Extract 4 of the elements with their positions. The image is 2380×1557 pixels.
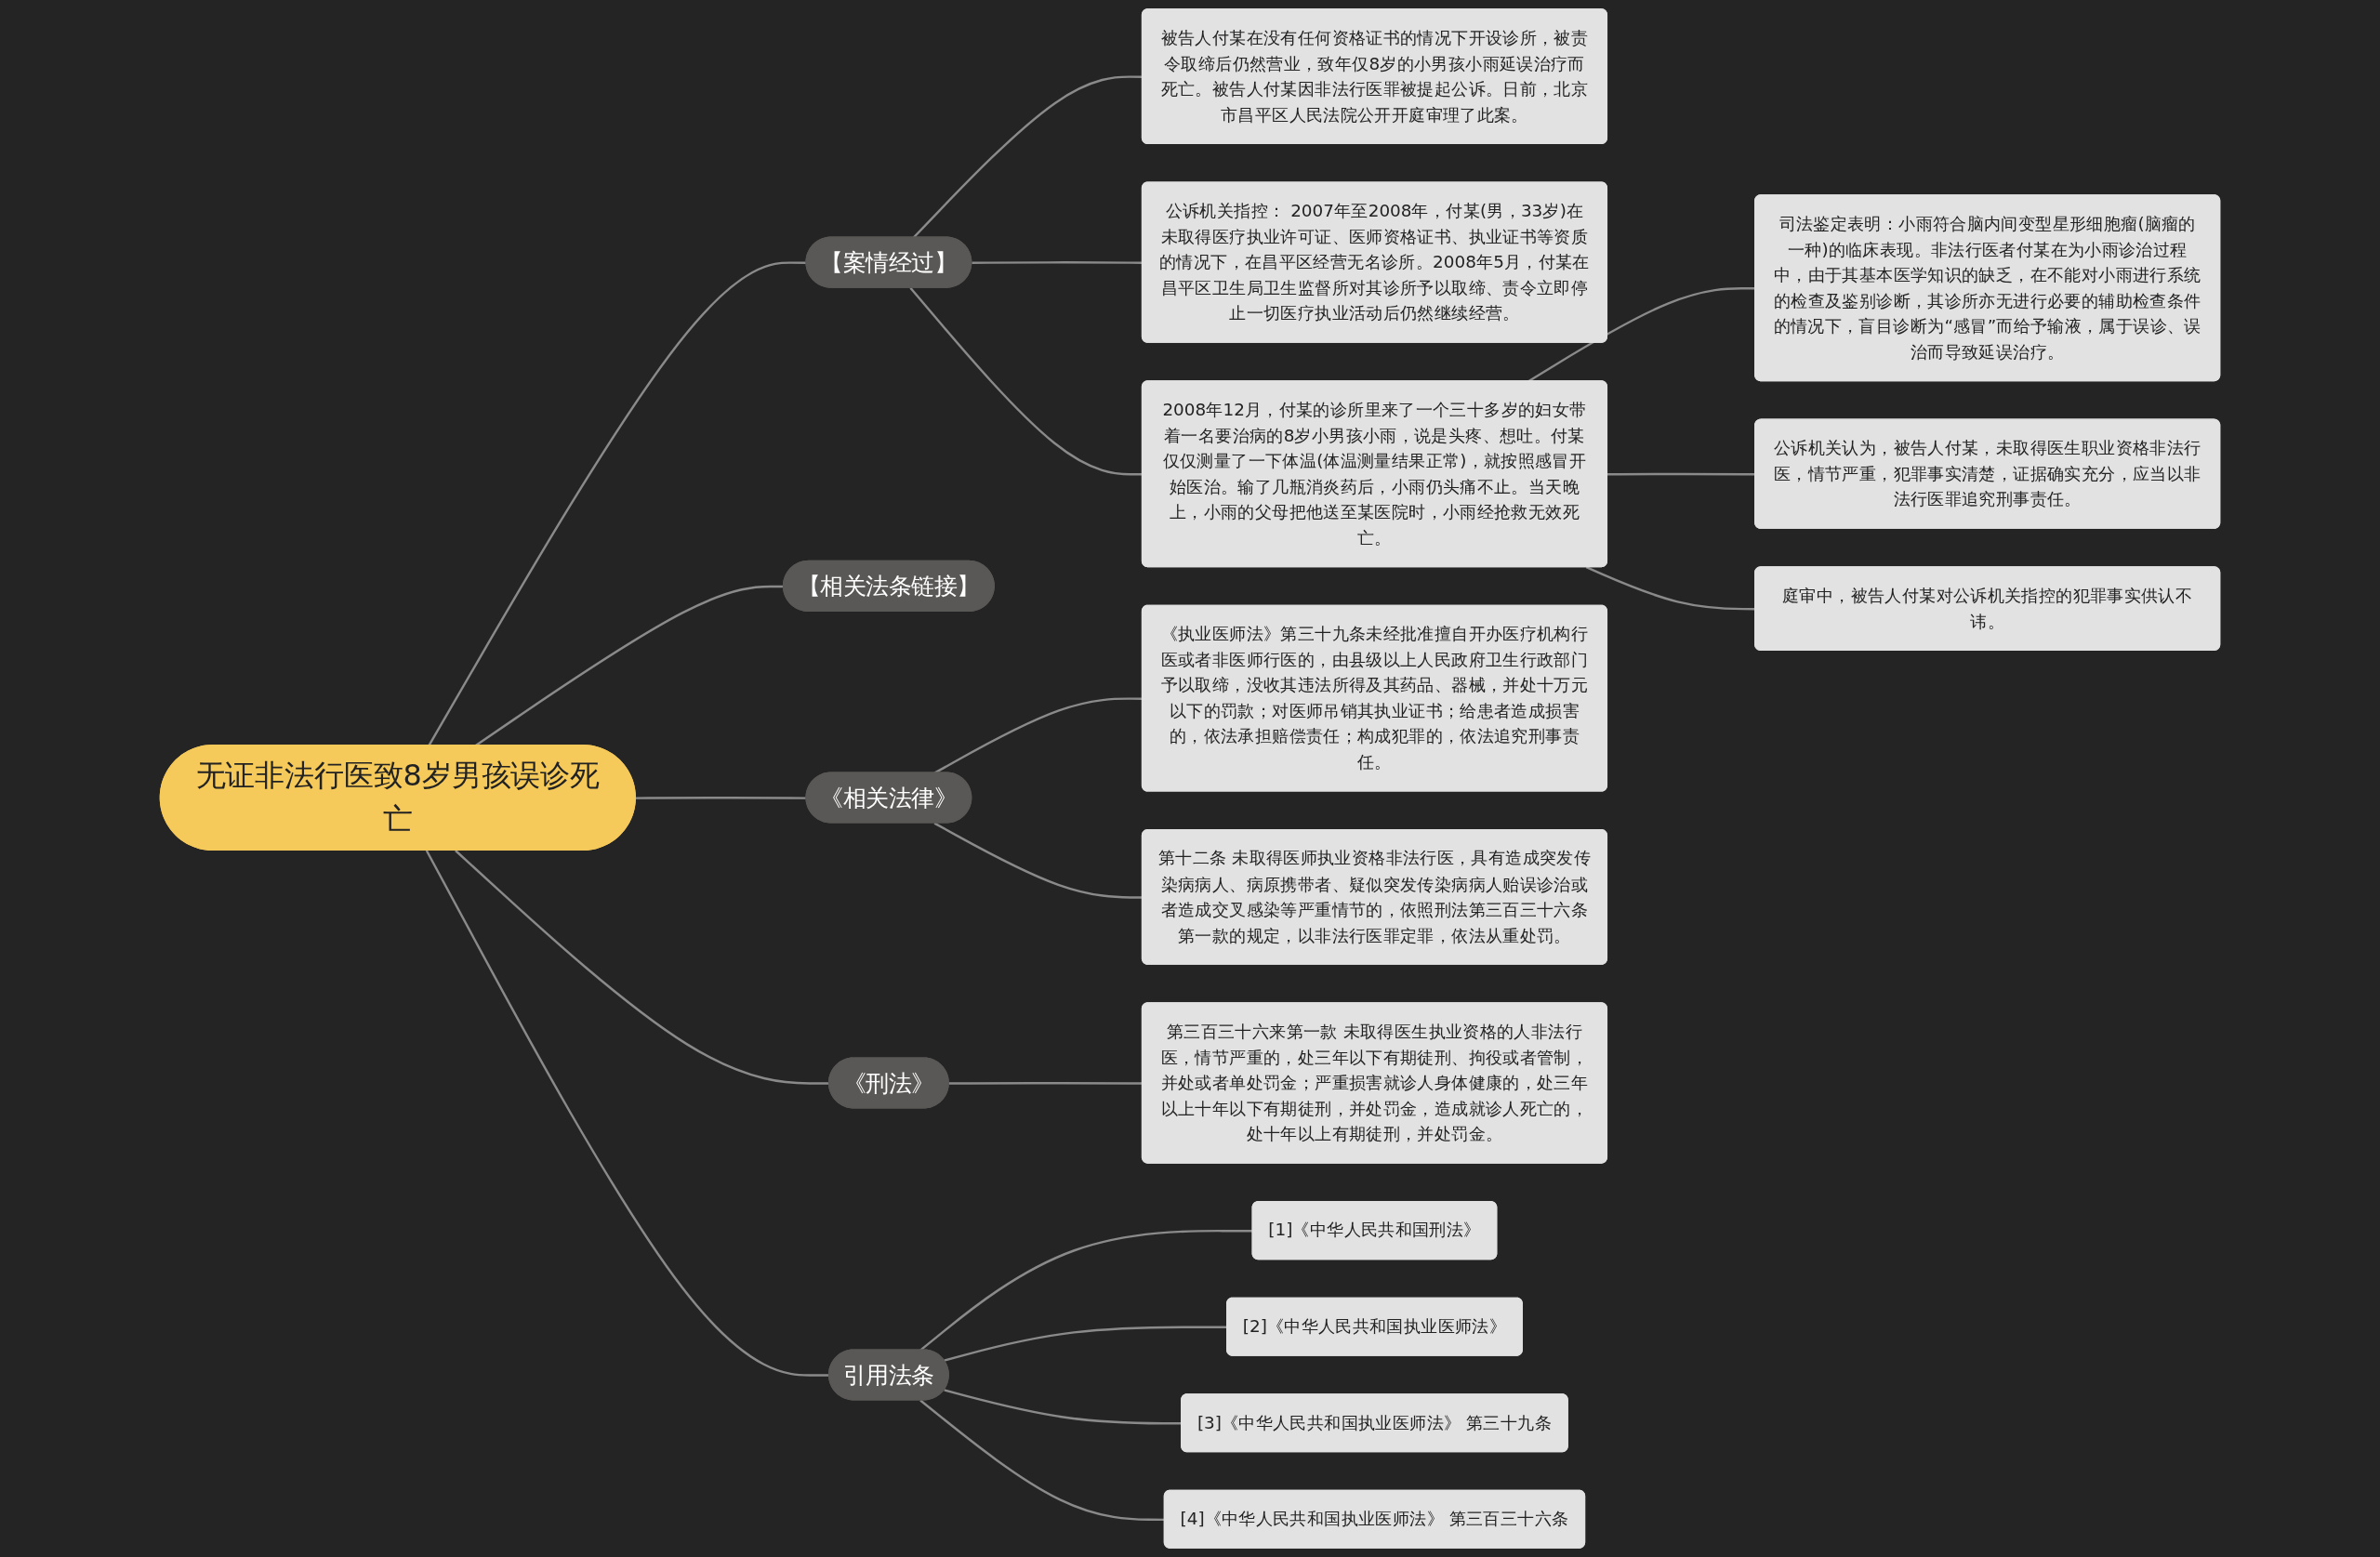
connector bbox=[919, 1399, 1165, 1522]
connector bbox=[428, 261, 807, 746]
connector bbox=[635, 797, 807, 799]
connector bbox=[919, 1229, 1253, 1352]
